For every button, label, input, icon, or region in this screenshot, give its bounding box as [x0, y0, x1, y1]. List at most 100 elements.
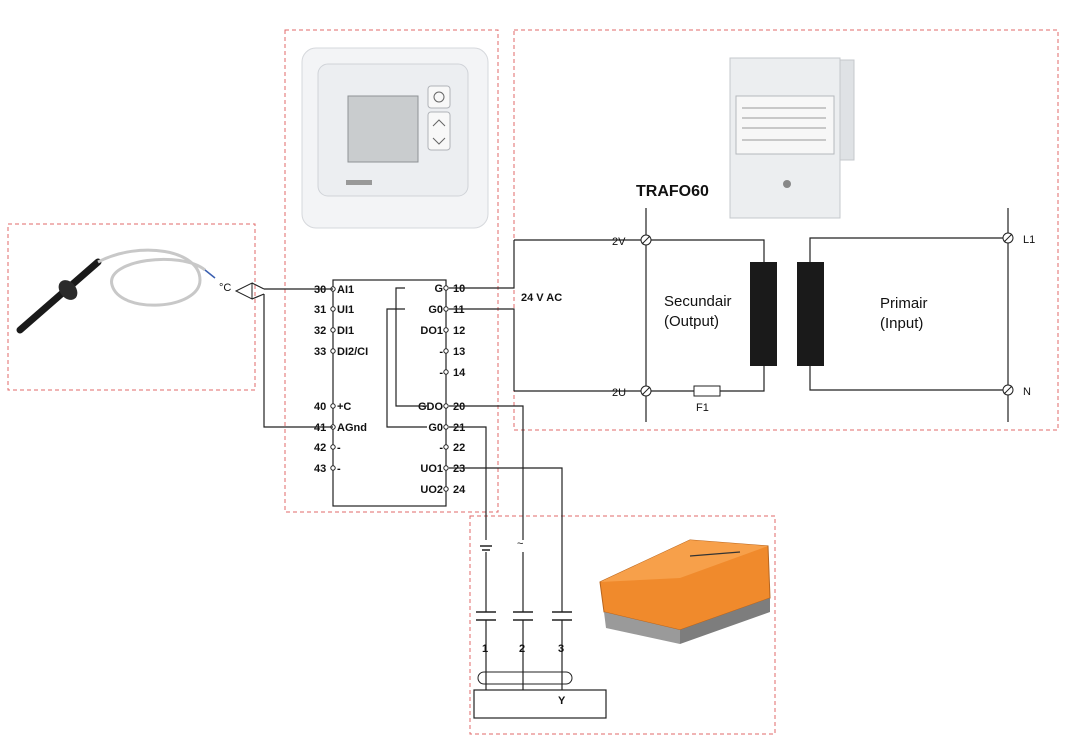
wire-terminal-11: [449, 308, 515, 391]
secondary-coil: [750, 262, 777, 366]
terminal-number-31: 31: [314, 304, 326, 316]
terminal-pin-31: [330, 306, 336, 312]
terminal-pin-14: [443, 369, 449, 375]
terminal-pin-21: [443, 424, 449, 430]
label-n: N: [1023, 386, 1031, 398]
terminal-name-20: GDO: [418, 401, 444, 413]
controller-terminal-block: [332, 279, 447, 507]
terminal-number-41: 41: [314, 422, 326, 434]
terminal-name-10: G: [434, 283, 443, 295]
duct-sensor-image: [16, 248, 216, 334]
terminal-pin-11: [443, 306, 449, 312]
terminal-name-22: -: [439, 442, 443, 454]
terminal-number-10: 10: [453, 283, 465, 295]
transformer-image: [729, 57, 855, 219]
terminal-pin-13: [443, 348, 449, 354]
terminal-pin-43: [330, 465, 336, 471]
terminal-pin-22: [443, 444, 449, 450]
wire-sensor-agnd: [263, 294, 333, 428]
wire-terminal-21: [449, 426, 487, 540]
ac-symbol: ~: [517, 538, 523, 550]
terminal-number-30: 30: [314, 284, 326, 296]
terminal-pin-40: [330, 403, 336, 409]
terminal-number-14: 14: [453, 367, 466, 379]
label-2u: 2U: [612, 387, 626, 399]
terminal-pin-10: [443, 285, 449, 291]
terminal-number-11: 11: [453, 304, 465, 316]
wire-n-coil: [809, 366, 1008, 391]
terminal-name-31: UI1: [337, 304, 354, 316]
wire-terminal-20: [449, 405, 524, 540]
terminal-number-43: 43: [314, 463, 326, 475]
terminal-number-20: 20: [453, 401, 465, 413]
terminal-name-32: DI1: [337, 325, 354, 337]
terminal-2v: [640, 234, 652, 246]
actuator-signal-label: Y: [558, 695, 566, 707]
terminal-pin-24: [443, 486, 449, 492]
transformer-title: TRAFO60: [636, 183, 709, 200]
terminal-l1: [1002, 232, 1014, 244]
terminal-name-13: -: [439, 346, 443, 358]
wire-number-2: 2: [519, 643, 525, 655]
terminal-pin-32: [330, 327, 336, 333]
actuator-box: [473, 689, 607, 719]
wire-terminal-10: [449, 240, 515, 289]
wire-fuse-coil: [720, 366, 765, 392]
label-f1: F1: [696, 402, 709, 414]
sensor-frame: [7, 223, 256, 391]
primary-sublabel: (Input): [880, 315, 923, 332]
terminal-pin-42: [330, 444, 336, 450]
terminal-name-12: DO1: [420, 325, 443, 337]
wire-terminal-23: [449, 467, 563, 612]
terminal-number-13: 13: [453, 346, 465, 358]
wire-number-3: 3: [558, 643, 564, 655]
terminal-number-22: 22: [453, 442, 465, 454]
room-controller-image: [301, 47, 489, 229]
internal-g-to-gdo: [395, 287, 427, 407]
terminal-pin-23: [443, 465, 449, 471]
sensor-unit-label: °C: [219, 282, 231, 294]
terminal-name-30: AI1: [337, 284, 354, 296]
primary-label: Primair: [880, 295, 928, 312]
controller-frame: [284, 29, 499, 513]
terminal-n: [1002, 384, 1014, 396]
ground-symbol: [480, 545, 492, 551]
terminal-name-14: -: [439, 367, 443, 379]
secondary-label: Secundair: [664, 293, 732, 310]
terminal-pin-20: [443, 403, 449, 409]
terminal-2u: [640, 385, 652, 397]
transformer-frame: [513, 29, 1059, 431]
terminal-name-33: DI2/CI: [337, 346, 368, 358]
terminal-name-11: G0: [428, 304, 443, 316]
terminal-name-43: -: [337, 463, 341, 475]
terminal-name-40: +C: [337, 401, 351, 413]
internal-g0-bridge: [386, 308, 427, 428]
actuator-image: [599, 539, 771, 644]
terminal-name-21: G0: [428, 422, 443, 434]
terminal-name-42: -: [337, 442, 341, 454]
terminal-number-42: 42: [314, 442, 326, 454]
primary-coil: [797, 262, 824, 366]
fuse-f1: [693, 385, 721, 397]
terminal-name-24: UO2: [420, 484, 443, 496]
terminal-number-40: 40: [314, 401, 326, 413]
terminal-number-21: 21: [453, 422, 465, 434]
label-l1: L1: [1023, 234, 1035, 246]
terminal-number-12: 12: [453, 325, 465, 337]
terminal-number-23: 23: [453, 463, 465, 475]
terminal-number-24: 24: [453, 484, 466, 496]
wire-number-1: 1: [482, 643, 488, 655]
terminal-name-41: AGnd: [337, 422, 367, 434]
actuator-frame: [469, 515, 776, 735]
terminal-name-23: UO1: [420, 463, 443, 475]
terminal-pin-33: [330, 348, 336, 354]
supply-label: 24 V AC: [521, 292, 562, 304]
sensor-symbol: °C: [219, 282, 265, 300]
secondary-sublabel: (Output): [664, 313, 719, 330]
terminal-number-32: 32: [314, 325, 326, 337]
wire-2v-coil: [646, 239, 765, 263]
label-2v: 2V: [612, 236, 626, 248]
